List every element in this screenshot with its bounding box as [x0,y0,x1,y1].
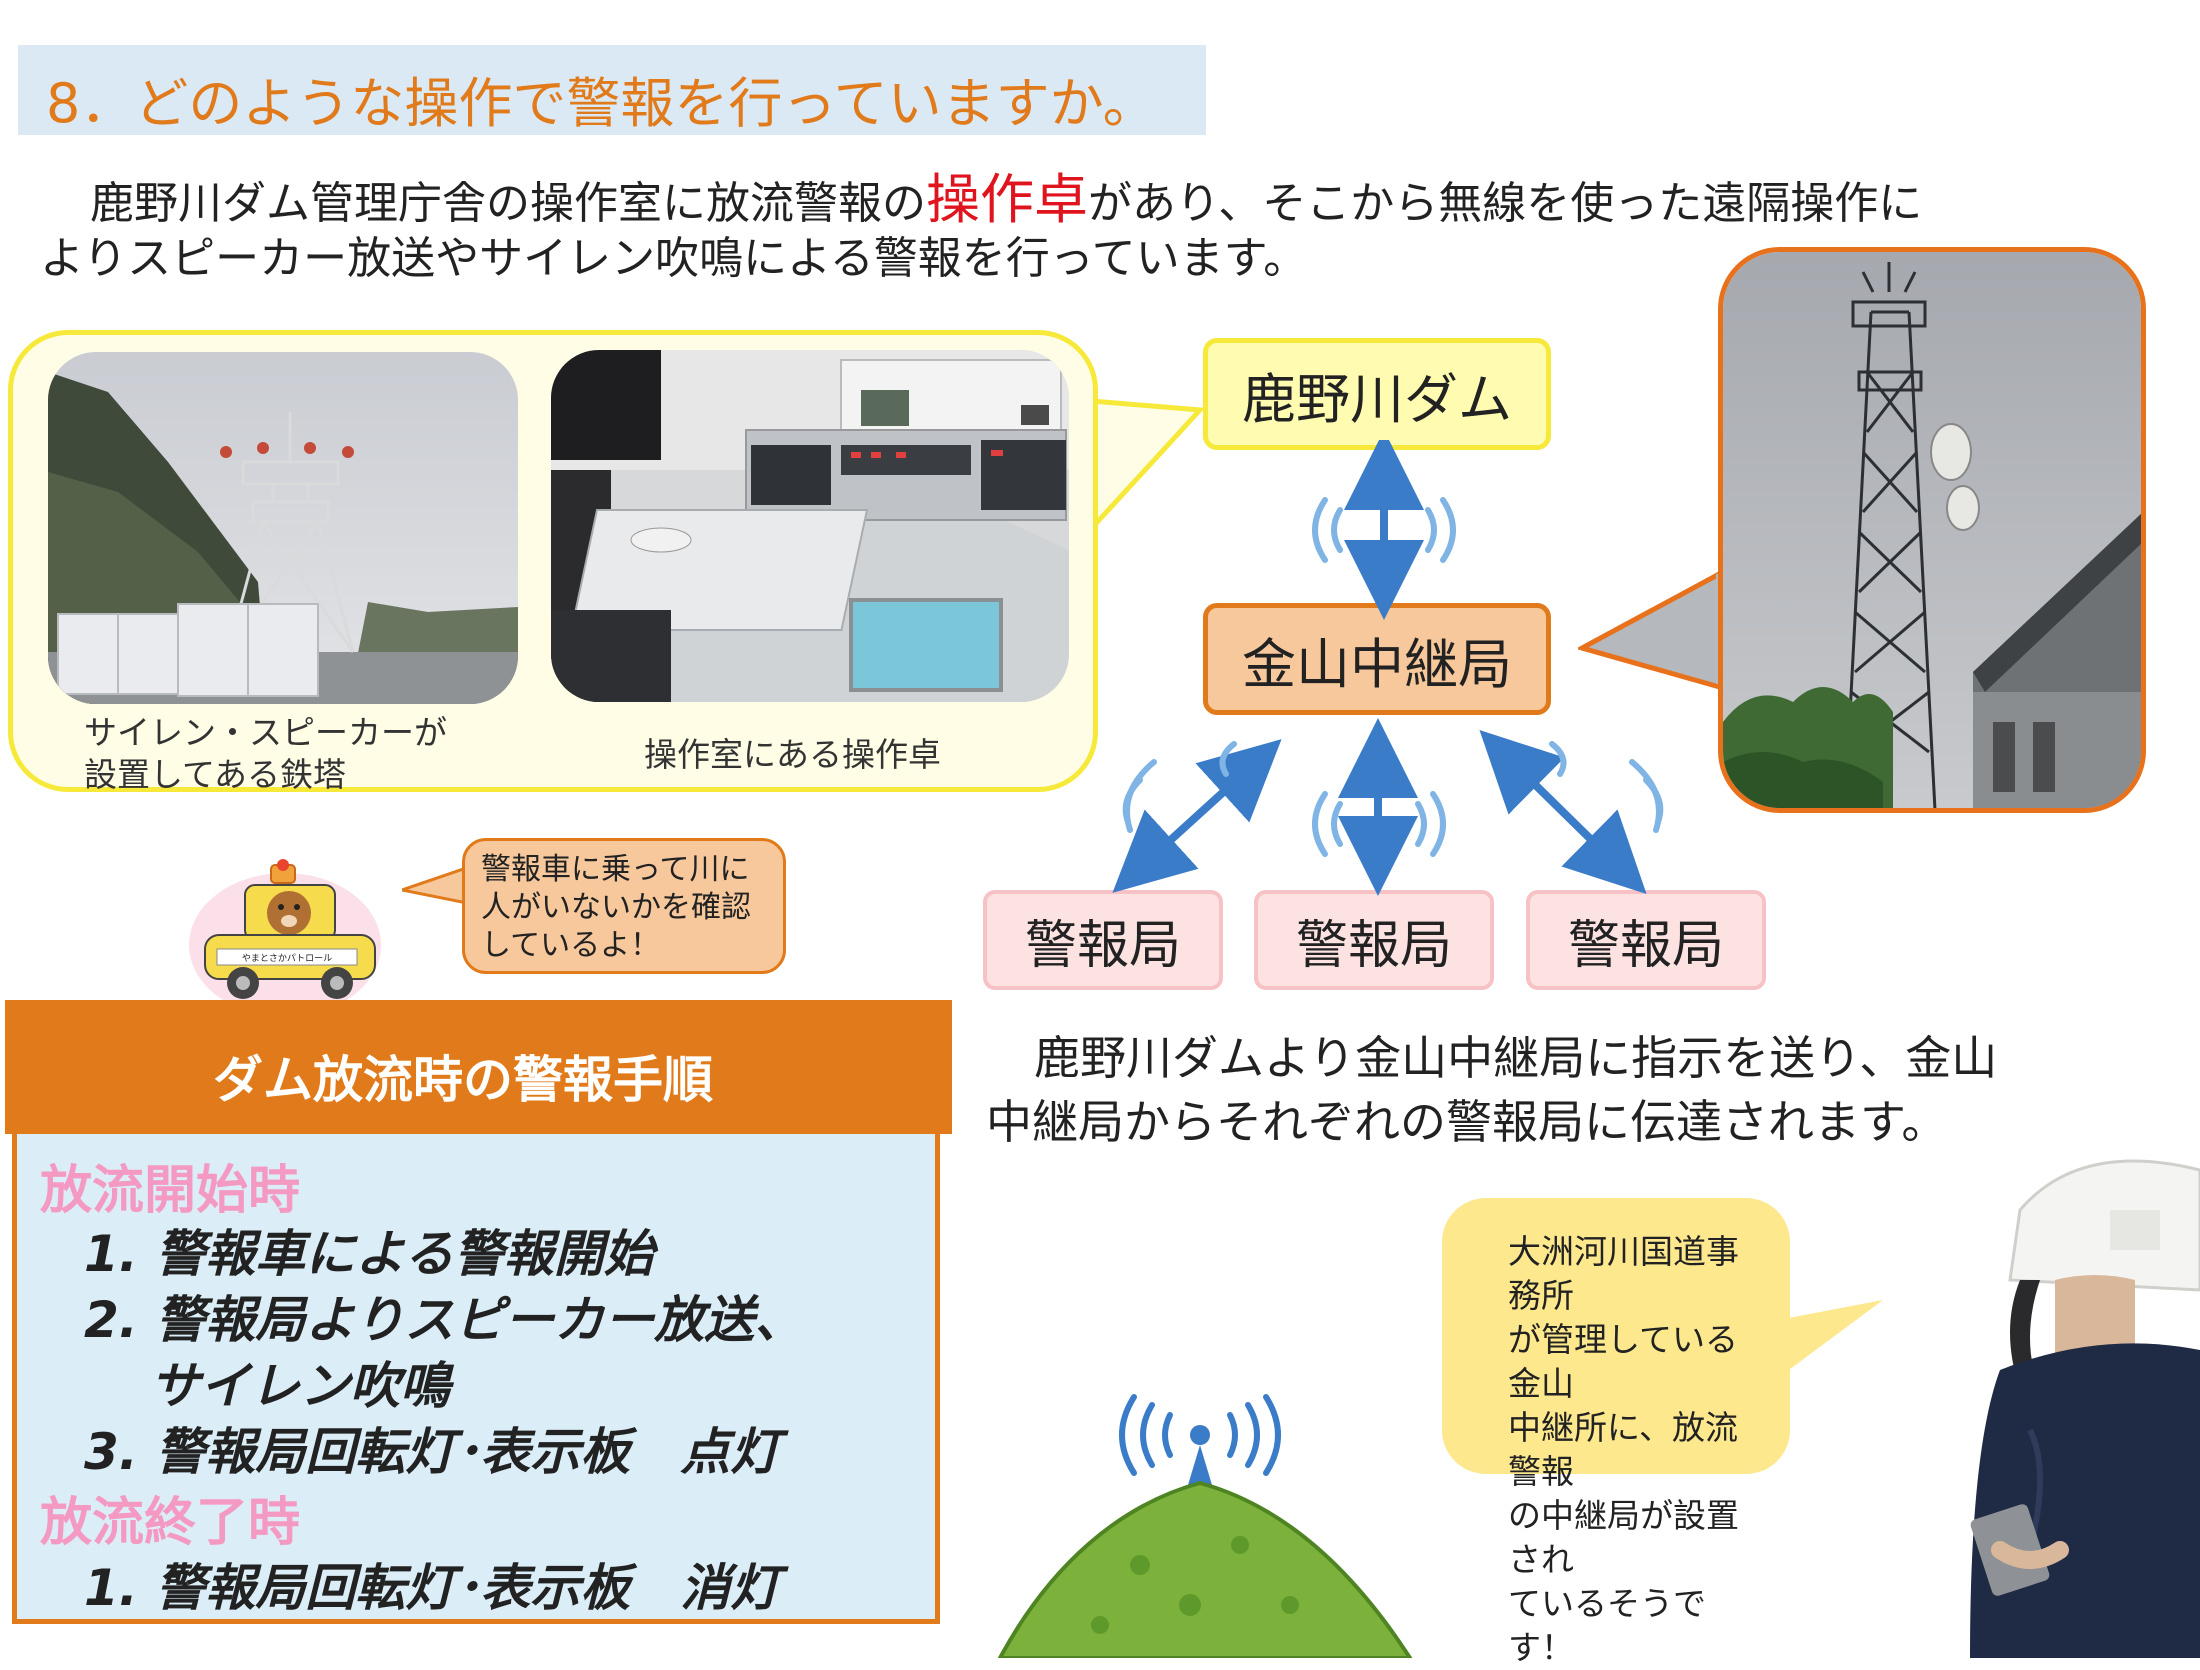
staff-bubble-line-1: 大洲河川国道事務所 [1508,1232,1739,1315]
relay-desc-line-2: 中継局からそれぞれの警報局に伝達されます。 [986,1095,1948,1149]
car-bubble-line-1: 警報車に乗って川に [481,852,750,887]
tower-callout-pointer [1578,567,1728,692]
section-heading: 8．どのような操作で警報を行っていますか。 [18,45,1206,135]
start-step-2-cont: サイレン吹鳴 [150,1357,450,1415]
warning-station-3: 警報局 [1526,890,1766,990]
signal-arrows [1112,440,1664,896]
intro-highlight: 操作卓 [926,168,1088,231]
relay-tower-photo [1718,247,2146,813]
intro-line-2: よりスピーカー放送やサイレン吹鳴による警報を行っています。 [40,233,1308,284]
staff-person-photo [1960,1130,2200,1658]
radio-wave-icon [1119,1394,1281,1476]
procedure-body [12,1134,940,1624]
staff-bubble-pointer [1778,1300,1883,1378]
warning-station-2: 警報局 [1254,890,1494,990]
relay-station-node: 金山中継局 [1203,603,1551,715]
start-step-1: 1. 警報車による警報開始 [84,1225,654,1283]
tower-caption-line-2: 設置してある鉄塔 [84,755,347,794]
arrow-relay-station-1 [1112,739,1282,893]
tower-caption-line-1: サイレン・スピーカーが [84,713,447,752]
procedure-header: ダム放流時の警報手順 [5,1000,952,1134]
staff-bubble-line-3: 中継所に、放流警報 [1508,1408,1739,1491]
procedure-title: ダム放流時の警報手順 [213,1051,713,1109]
car-bubble-line-2: 人がいないかを確認 [481,890,751,925]
intro-line-1: 鹿野川ダム管理庁舎の操作室に放流警報の操作卓があり、そこから無線を使った遠隔操作… [90,155,1922,234]
patrol-car-illustration: やまとさかパトロール [189,859,381,1017]
console-caption: 操作室にある操作卓 [644,735,941,774]
staff-speech-bubble: 大洲河川国道事務所 が管理している金山 中継所に、放流警報 の中継局が設置され … [1442,1198,1790,1667]
end-heading: 放流終了時 [40,1493,301,1553]
staff-bubble-line-2: が管理している金山 [1508,1320,1739,1403]
siren-tower-photo [48,352,518,704]
control-console-photo [551,350,1069,702]
staff-bubble-line-5: ているそうです！ [1508,1584,1706,1667]
relay-desc-line-1: 鹿野川ダムより金山中継局に指示を送り、金山 [1034,1031,1998,1085]
start-step-3: 3. 警報局回転灯･表示板 点灯 [84,1423,781,1481]
car-speech-bubble: 警報車に乗って川に 人がいないかを確認 しているよ！ [462,838,786,974]
intro-text-after: があり、そこから無線を使った遠隔操作に [1088,178,1923,229]
car-sign-text: やまとさかパトロール [242,953,332,964]
arrow-relay-station-3 [1479,729,1647,895]
staff-bubble-line-4: の中継局が設置され [1508,1496,1739,1579]
intro-text-before: 鹿野川ダム管理庁舎の操作室に放流警報の [90,178,926,229]
hill-antenna-illustration [997,1394,1413,1658]
heading-text: 8．どのような操作で警報を行っていますか。 [46,72,1157,135]
start-heading: 放流開始時 [40,1161,301,1221]
start-step-2: 2. 警報局よりスピーカー放送、 [84,1291,805,1349]
radio-wave-icon [1122,497,1664,857]
dam-node: 鹿野川ダム [1203,338,1551,450]
car-bubble-line-3: しているよ！ [481,928,661,963]
warning-station-1: 警報局 [983,890,1223,990]
end-step-1: 1. 警報局回転灯･表示板 消灯 [84,1559,781,1617]
